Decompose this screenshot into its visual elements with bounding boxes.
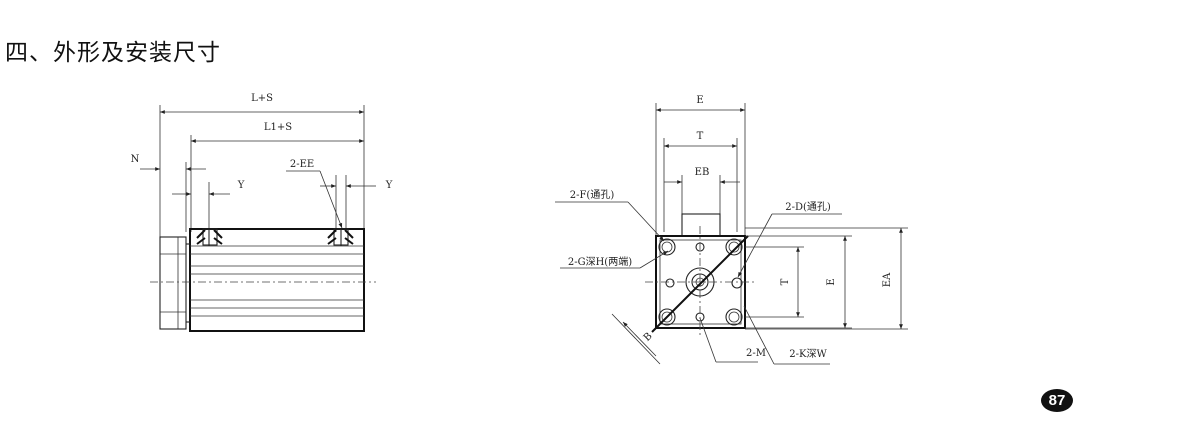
label-k-depth: 2-K深W [789,348,827,360]
label-port-ee: 2-EE [290,159,314,170]
label-d-hole: 2-D(通孔) [785,201,831,213]
label-eb: EB [695,167,710,178]
label-ea: EA [882,272,893,287]
port-fitting-left [196,228,223,246]
label-t-right: T [780,278,791,285]
label-f-hole: 2-F(通孔) [570,189,615,201]
label-y-right: Y [385,180,393,191]
label-e-top: E [696,95,703,106]
side-view: L+S L1+S N Y 2-EE Y [131,93,393,332]
label-g-depth: 2-G深H(两端) [568,255,632,268]
front-view: E T EB 2-F(通孔) [555,95,908,365]
label-n: N [131,154,140,165]
port-fitting-right [327,228,354,246]
cylinder-body [189,228,365,332]
page-number-badge: 87 [1041,389,1073,412]
label-body-length: L1+S [264,122,292,133]
label-y-left: Y [237,180,245,191]
label-b: B [642,331,655,344]
label-m: 2-M [746,348,766,359]
label-e-right: E [826,278,837,285]
flange-cap [159,236,187,330]
label-overall-length: L+S [251,93,273,104]
label-t-top: T [697,131,704,142]
section-title: 四、外形及安装尺寸 [5,40,221,66]
